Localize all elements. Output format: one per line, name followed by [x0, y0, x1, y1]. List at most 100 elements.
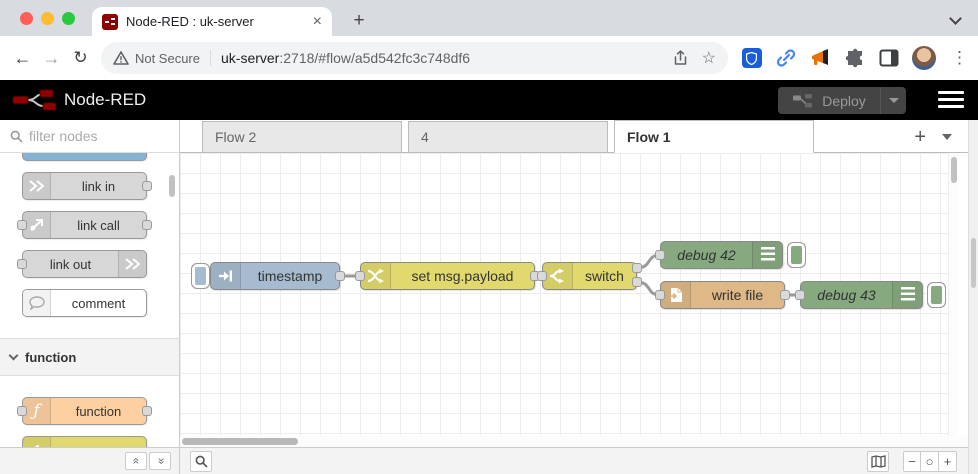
- palette-node-link-call[interactable]: link call: [22, 211, 147, 239]
- input-port[interactable]: [17, 220, 27, 230]
- switch-node[interactable]: switch: [542, 262, 637, 290]
- input-port[interactable]: [655, 250, 665, 260]
- palette-filter[interactable]: [0, 120, 179, 153]
- output-port[interactable]: [142, 181, 152, 191]
- canvas-vertical-scrollbar[interactable]: [948, 153, 958, 436]
- debug-toggle-button[interactable]: [927, 282, 946, 308]
- tab-flow-4[interactable]: 4: [408, 121, 608, 152]
- collapse-all-button[interactable]: «: [125, 452, 147, 470]
- close-window-button[interactable]: [20, 12, 33, 25]
- deploy-options-button[interactable]: [880, 87, 906, 114]
- input-port[interactable]: [17, 406, 27, 416]
- palette-node-clipped[interactable]: [22, 153, 147, 161]
- input-port[interactable]: [17, 259, 27, 269]
- debug-toggle-button[interactable]: [787, 242, 806, 268]
- link-in-icon: [23, 173, 51, 199]
- scrollbar-thumb[interactable]: [182, 438, 298, 445]
- flow-tab-label: 4: [421, 129, 429, 145]
- output-port[interactable]: [142, 406, 152, 416]
- profile-avatar[interactable]: [911, 46, 936, 70]
- browser-tab[interactable]: Node-RED : uk-server ×: [92, 7, 332, 36]
- debug-node-43[interactable]: debug 43: [800, 281, 923, 309]
- back-button[interactable]: ←: [13, 47, 32, 68]
- address-bar[interactable]: Not Secure uk-server:2718/#flow/a5d542fc…: [100, 42, 728, 74]
- input-port[interactable]: [795, 290, 805, 300]
- zoom-reset-button[interactable]: ○: [921, 451, 939, 472]
- minimize-window-button[interactable]: [41, 12, 54, 25]
- output-port[interactable]: [780, 290, 790, 300]
- zoom-window-button[interactable]: [62, 12, 75, 25]
- browser-menu-icon[interactable]: ⋮: [950, 48, 968, 67]
- canvas-horizontal-scrollbar[interactable]: [180, 436, 968, 447]
- add-flow-button[interactable]: +: [914, 126, 926, 148]
- reload-button[interactable]: ↻: [73, 48, 88, 67]
- bitwarden-extension-icon[interactable]: [741, 48, 762, 68]
- flow-tab-label: Flow 1: [627, 128, 671, 145]
- navigator-button[interactable]: [867, 451, 889, 472]
- debug-node-42[interactable]: debug 42: [660, 241, 783, 269]
- palette-node-link-in[interactable]: link in: [22, 172, 147, 200]
- function-icon: ƒ: [23, 398, 51, 424]
- not-secure-warning-icon: [113, 51, 129, 65]
- search-flows-button[interactable]: [190, 451, 212, 472]
- node-red-logo: [12, 89, 56, 111]
- inject-run-button[interactable]: [191, 263, 210, 289]
- sidebar-splitter[interactable]: [968, 120, 978, 474]
- splitter-grip[interactable]: [971, 238, 976, 288]
- double-chevron-up-icon: «: [129, 457, 143, 465]
- new-tab-button[interactable]: +: [353, 10, 365, 31]
- node-label: debug 43: [817, 287, 876, 303]
- omnibox-divider: [210, 50, 211, 66]
- output-port-1[interactable]: [632, 263, 642, 273]
- file-node[interactable]: write file: [660, 281, 785, 309]
- node-label: timestamp: [257, 268, 323, 284]
- tab-close-icon[interactable]: ×: [312, 12, 322, 30]
- palette-node-link-out[interactable]: link out: [22, 250, 147, 278]
- link-call-icon: [23, 212, 51, 238]
- output-port-2[interactable]: [632, 277, 642, 287]
- node-label: set msg.payload: [411, 268, 514, 284]
- url-text[interactable]: uk-server:2718/#flow/a5d542fc3c748df6: [221, 50, 665, 66]
- workspace: link in link call link out: [0, 120, 978, 474]
- window-controls[interactable]: [20, 12, 75, 25]
- output-port[interactable]: [142, 220, 152, 230]
- input-port[interactable]: [655, 290, 665, 300]
- zoom-out-button[interactable]: −: [903, 451, 921, 472]
- extensions-puzzle-icon[interactable]: [845, 48, 866, 69]
- tab-flow-1[interactable]: Flow 1: [614, 120, 814, 153]
- megaphone-extension-icon[interactable]: [810, 48, 832, 68]
- scrollbar-thumb[interactable]: [951, 157, 957, 183]
- palette-scrollbar[interactable]: [169, 175, 175, 197]
- change-node[interactable]: set msg.payload: [360, 262, 535, 290]
- side-panel-icon[interactable]: [879, 48, 899, 68]
- flow-editor: Flow 2 4 Flow 1 +: [180, 120, 968, 474]
- output-port[interactable]: [335, 271, 345, 281]
- zoom-controls: − ○ +: [903, 451, 957, 472]
- switch-icon: [23, 437, 51, 447]
- main-menu-button[interactable]: [938, 91, 964, 108]
- node-label: debug 42: [677, 247, 736, 263]
- palette-node-clipped-bottom[interactable]: [22, 436, 147, 447]
- bookmark-star-icon[interactable]: ☆: [701, 50, 716, 67]
- input-port[interactable]: [355, 271, 365, 281]
- zoom-in-button[interactable]: +: [939, 451, 957, 472]
- forward-button[interactable]: →: [42, 47, 61, 68]
- link-extension-icon[interactable]: [775, 47, 797, 69]
- function-glyph: ƒ: [33, 401, 40, 421]
- category-function[interactable]: function: [0, 338, 179, 376]
- filter-nodes-input[interactable]: [29, 128, 159, 144]
- not-secure-label[interactable]: Not Secure: [134, 50, 200, 66]
- expand-all-button[interactable]: «: [149, 452, 171, 470]
- flow-canvas[interactable]: timestamp set msg.payload switch: [180, 153, 948, 436]
- inject-node[interactable]: timestamp: [210, 262, 340, 290]
- flow-list-menu-icon[interactable]: [942, 134, 952, 140]
- tab-flow-2[interactable]: Flow 2: [202, 121, 402, 152]
- deploy-button[interactable]: Deploy: [778, 87, 906, 114]
- palette-node-function[interactable]: ƒ function: [22, 397, 147, 425]
- tab-search-chevron-icon[interactable]: [949, 12, 962, 25]
- share-icon[interactable]: [673, 50, 688, 66]
- palette-node-comment[interactable]: comment: [22, 289, 147, 317]
- deploy-button-main[interactable]: Deploy: [778, 93, 880, 109]
- deploy-icon: [793, 93, 813, 107]
- input-port[interactable]: [537, 271, 547, 281]
